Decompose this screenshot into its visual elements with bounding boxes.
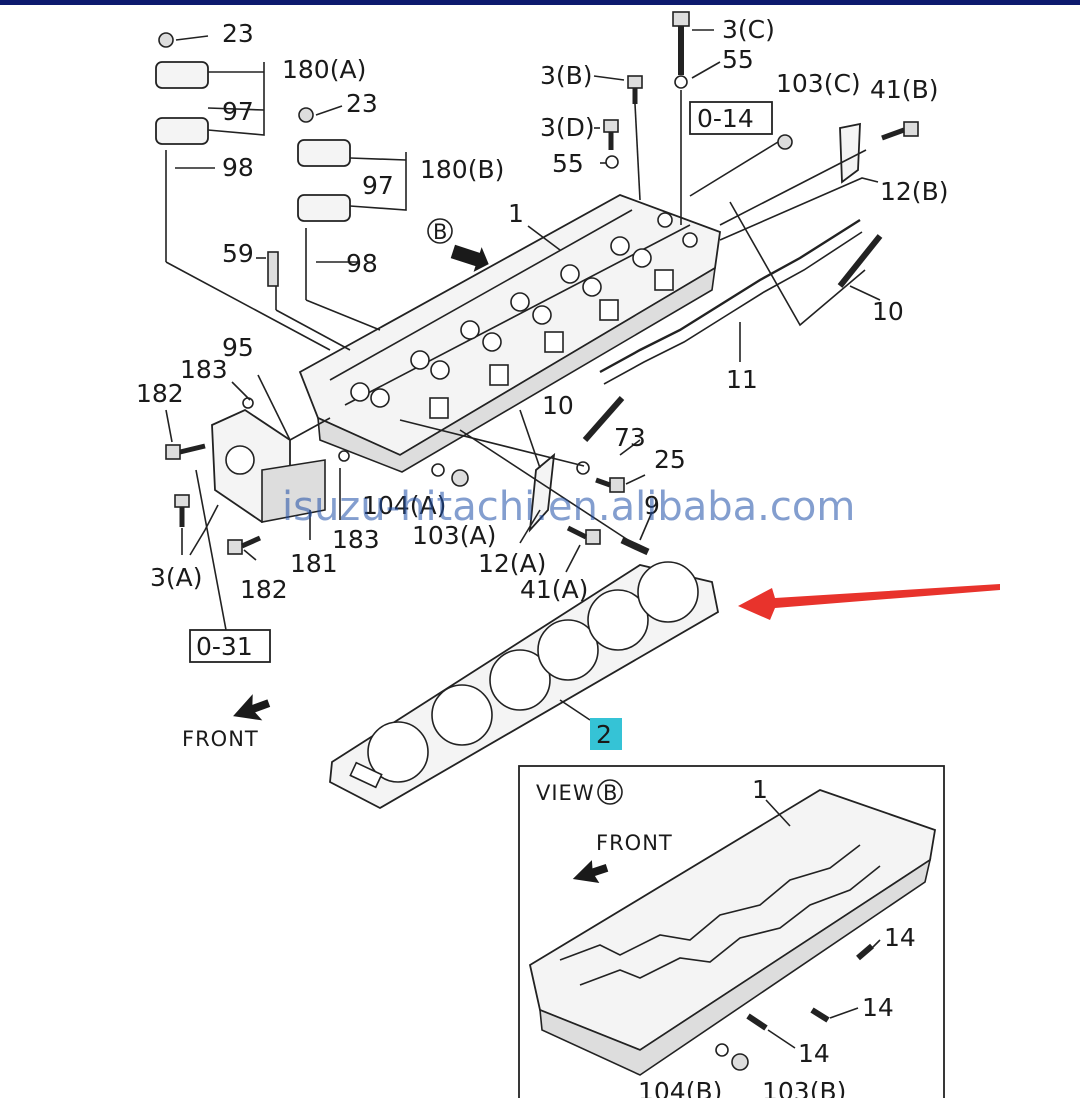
label-41b: 41(B): [870, 75, 938, 104]
bearing-cap-180b[interactable]: [297, 107, 351, 282]
label-12b: 12(B): [880, 177, 948, 206]
bolt-3b[interactable]: [627, 75, 643, 104]
label-front: FRONT: [182, 727, 259, 751]
plug-103c[interactable]: [777, 134, 793, 150]
leader-lines: [165, 29, 881, 721]
red-pointer-arrow: [738, 584, 1000, 620]
label-183b: 183: [332, 525, 380, 554]
label-183a: 183: [180, 355, 228, 384]
bolt-182b[interactable]: [227, 535, 262, 555]
washer-55a[interactable]: [674, 75, 688, 89]
view-b-arrow-icon: [450, 244, 489, 272]
label-55b: 55: [552, 149, 584, 178]
label-103a: 103(A): [412, 521, 496, 550]
circle-marker-b: [427, 218, 453, 244]
label-180b: 180(B): [420, 155, 504, 184]
label-3c: 3(C): [722, 15, 775, 44]
head-side-ports: [429, 269, 674, 419]
cylinder-head[interactable]: [298, 194, 721, 473]
watermark-text: isuzu-hitachi.en.alibaba.com: [282, 484, 855, 530]
plug-103a[interactable]: [451, 469, 469, 487]
label-inset-front: FRONT: [596, 831, 673, 855]
bolt-25[interactable]: [595, 477, 625, 493]
label-73: 73: [614, 423, 646, 452]
ref-box-0-31: [189, 629, 271, 663]
pin-183b[interactable]: [338, 450, 350, 462]
label-97a: 97: [222, 97, 254, 126]
circle-marker-view-b: [597, 779, 623, 805]
label-103b: 103(B): [762, 1077, 846, 1098]
bracket-12a[interactable]: [528, 452, 556, 533]
label-3b: 3(B): [540, 61, 593, 90]
label-181: 181: [290, 549, 338, 578]
top-border-bar: [0, 0, 1080, 5]
inset-front-arrow-icon: [572, 860, 609, 883]
bolt-3c[interactable]: [672, 11, 690, 75]
label-98a: 98: [222, 153, 254, 182]
label-14a: 14: [884, 923, 916, 952]
label-11: 11: [726, 365, 758, 394]
washer-73[interactable]: [576, 461, 590, 475]
label-25: 25: [654, 445, 686, 474]
label-inset-1: 1: [752, 775, 768, 804]
highlight-badge-2: [590, 718, 622, 750]
label-9: 9: [644, 491, 660, 520]
label-0-14: 0-14: [697, 104, 754, 133]
label-view: VIEW: [536, 781, 595, 805]
bolt-41a[interactable]: [566, 525, 601, 545]
inset-plug-103b: [731, 1053, 749, 1071]
label-180a: 180(A): [282, 55, 366, 84]
label-10-lower: 10: [542, 391, 574, 420]
stud-59[interactable]: [267, 251, 279, 287]
glow-plug-10-upper[interactable]: [837, 234, 883, 288]
label-98b: 98: [346, 249, 378, 278]
label-14c: 14: [798, 1039, 830, 1068]
glow-plug-10-lower[interactable]: [582, 396, 625, 442]
label-103c: 103(C): [776, 69, 861, 98]
label-55a: 55: [722, 45, 754, 74]
inset-studs: [746, 943, 874, 1031]
label-182a: 182: [136, 379, 184, 408]
label-3a: 3(A): [150, 563, 203, 592]
label-41a: 41(A): [520, 575, 588, 604]
washer-55b[interactable]: [605, 155, 619, 169]
label-104b: 104(B): [638, 1077, 722, 1098]
pin-183a[interactable]: [242, 397, 254, 409]
head-gasket[interactable]: [329, 561, 720, 810]
label-97b: 97: [362, 171, 394, 200]
bolt-3a[interactable]: [174, 494, 190, 527]
label-circled-b: B: [433, 220, 448, 244]
label-0-31: 0-31: [196, 632, 253, 661]
label-3d: 3(D): [540, 113, 595, 142]
head-ports: [350, 212, 698, 408]
sensor-9[interactable]: [620, 536, 650, 556]
view-b-inset: [518, 765, 945, 1098]
bracket-12b[interactable]: [839, 122, 861, 184]
bolt-41b[interactable]: [881, 121, 919, 141]
ref-box-0-14: [689, 101, 773, 135]
bolt-182a[interactable]: [165, 443, 206, 460]
label-12a: 12(A): [478, 549, 546, 578]
label-1: 1: [508, 199, 524, 228]
connector-rail-11[interactable]: [599, 218, 863, 385]
label-10-upper: 10: [872, 297, 904, 326]
label-23b: 23: [346, 89, 378, 118]
front-arrow-icon: [233, 694, 271, 721]
washer-104a[interactable]: [431, 463, 445, 477]
label-59: 59: [222, 239, 254, 268]
bearing-cap-180a[interactable]: [155, 32, 209, 200]
front-cover-95[interactable]: [211, 408, 326, 524]
label-95: 95: [222, 333, 254, 362]
inset-washer-104b: [715, 1043, 729, 1057]
label-23a: 23: [222, 19, 254, 48]
label-14b: 14: [862, 993, 894, 1022]
bolt-3d[interactable]: [603, 119, 619, 150]
label-2: 2: [596, 720, 612, 749]
label-view-circled-b: B: [603, 781, 618, 805]
label-182b: 182: [240, 575, 288, 604]
label-104a: 104(A): [362, 491, 446, 520]
